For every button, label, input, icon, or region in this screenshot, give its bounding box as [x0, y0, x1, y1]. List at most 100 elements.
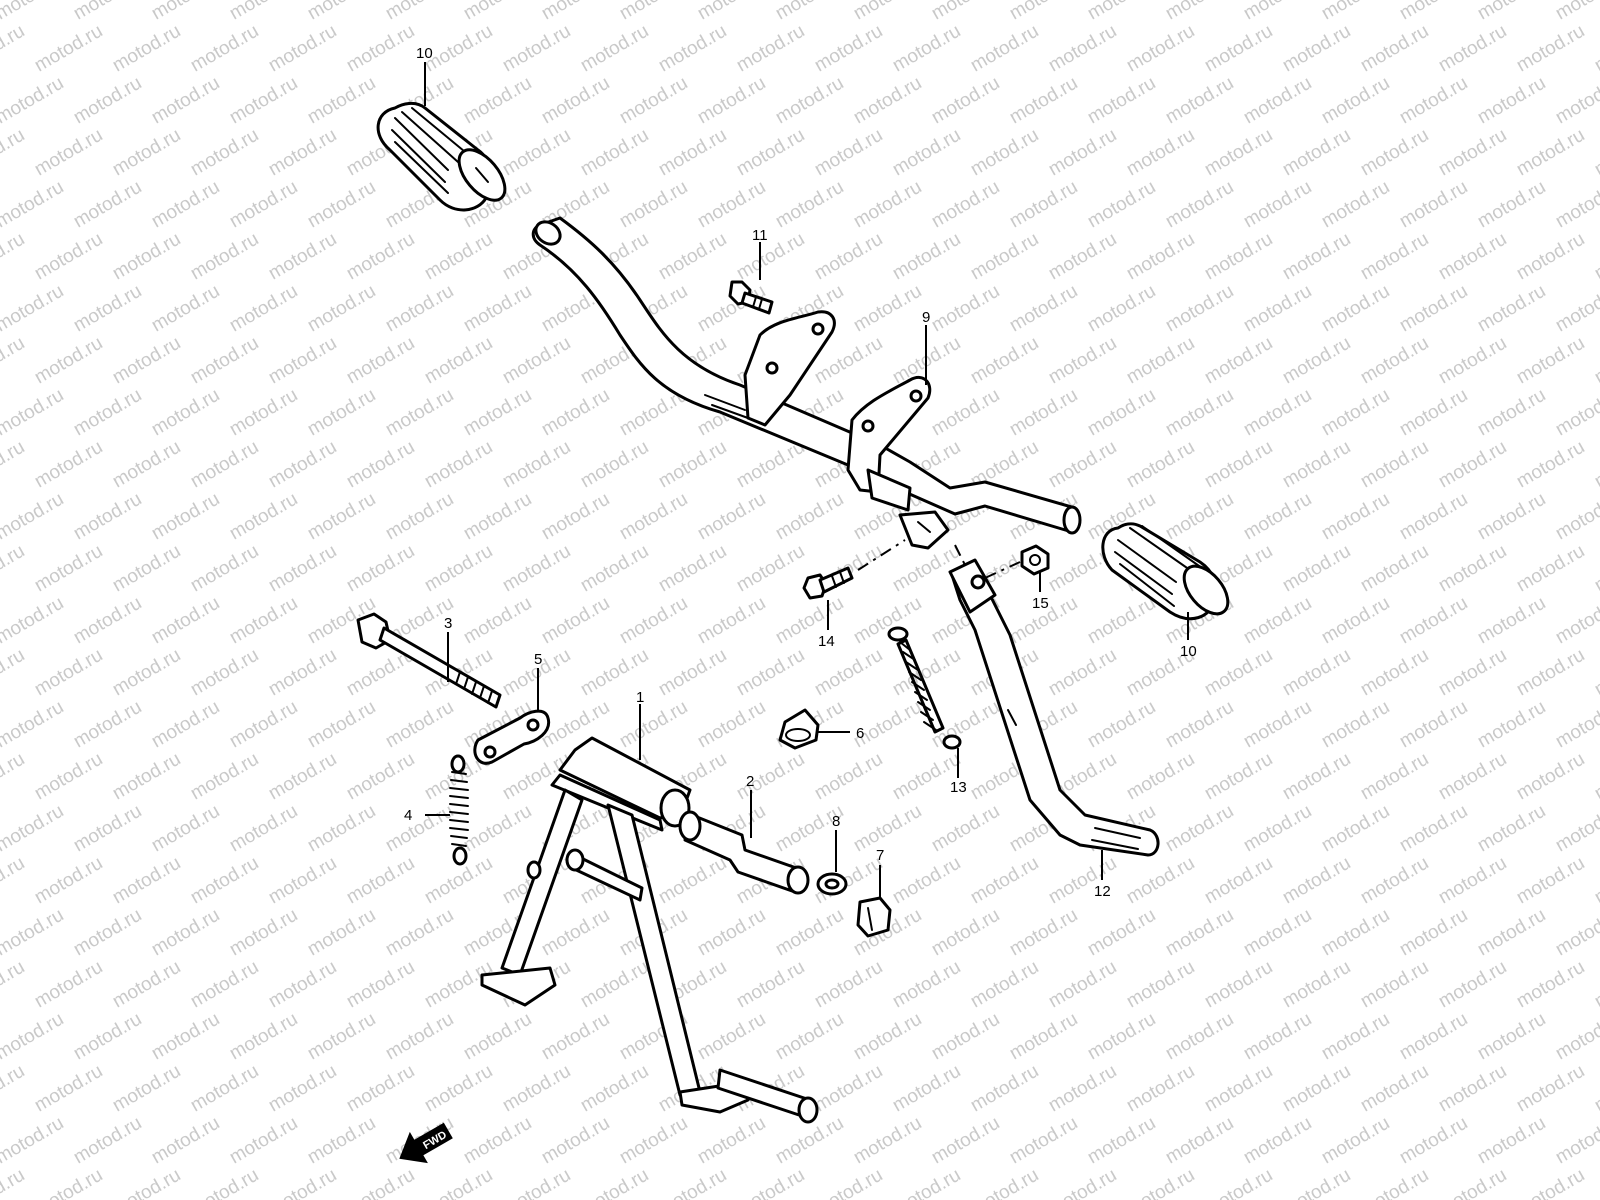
bolt-11 — [728, 280, 774, 315]
watermark-text: motod.ru — [1396, 905, 1471, 961]
leader-lines — [424, 62, 1189, 898]
watermark-text: motod.ru — [0, 21, 28, 77]
watermark-text: motod.ru — [1591, 957, 1600, 1013]
watermark-text: motod.ru — [1591, 125, 1600, 181]
watermark-text: motod.ru — [1591, 853, 1600, 909]
watermark-text: motod.ru — [1513, 853, 1588, 909]
watermark-text: motod.ru — [265, 749, 340, 805]
watermark-text: motod.ru — [772, 489, 847, 545]
watermark-text: motod.ru — [811, 21, 886, 77]
watermark-text: motod.ru — [1240, 385, 1315, 441]
watermark-text: motod.ru — [1591, 437, 1600, 493]
watermark-text: motod.ru — [304, 385, 379, 441]
watermark-text: motod.ru — [31, 853, 106, 909]
watermark-text: motod.ru — [187, 229, 262, 285]
watermark-text: motod.ru — [889, 957, 964, 1013]
watermark-text: motod.ru — [1591, 541, 1600, 597]
watermark-text: motod.ru — [1435, 1061, 1510, 1117]
watermark-text: motod.ru — [655, 21, 730, 77]
watermark-text: motod.ru — [226, 489, 301, 545]
callout-8: 8 — [832, 813, 840, 830]
watermark-text: motod.ru — [733, 125, 808, 181]
watermark-text: motod.ru — [0, 1061, 28, 1117]
callout-6: 6 — [856, 725, 864, 742]
watermark-text: motod.ru — [694, 593, 769, 649]
watermark-text: motod.ru — [1435, 645, 1510, 701]
watermark-text: motod.ru — [460, 1113, 535, 1169]
watermark-text: motod.ru — [304, 177, 379, 233]
watermark-text: motod.ru — [1045, 1165, 1120, 1200]
watermark-text: motod.ru — [1513, 957, 1588, 1013]
watermark-text: motod.ru — [1513, 541, 1588, 597]
watermark-text: motod.ru — [1318, 593, 1393, 649]
watermark-text: motod.ru — [226, 385, 301, 441]
watermark-text: motod.ru — [499, 1165, 574, 1200]
watermark-text: motod.ru — [1435, 957, 1510, 1013]
watermark-text: motod.ru — [187, 1061, 262, 1117]
watermark-text: motod.ru — [1591, 229, 1600, 285]
watermark-text: motod.ru — [0, 73, 67, 129]
footrest-rubber-lower — [1101, 522, 1230, 621]
watermark-text: motod.ru — [1201, 645, 1276, 701]
watermark-text: motod.ru — [343, 229, 418, 285]
watermark-text: motod.ru — [1591, 21, 1600, 77]
watermark-text: motod.ru — [577, 437, 652, 493]
watermark-text: motod.ru — [148, 73, 223, 129]
watermark-text: motod.ru — [1240, 1009, 1315, 1065]
watermark-text: motod.ru — [1006, 281, 1081, 337]
watermark-text: motod.ru — [0, 645, 28, 701]
watermark-text: motod.ru — [1396, 1113, 1471, 1169]
watermark-text: motod.ru — [0, 905, 67, 961]
watermark-text: motod.ru — [226, 801, 301, 857]
watermark-text: motod.ru — [382, 905, 457, 961]
watermark-text: motod.ru — [1552, 1113, 1600, 1169]
watermark-text: motod.ru — [70, 1113, 145, 1169]
watermark-text: motod.ru — [694, 489, 769, 545]
watermark-text: motod.ru — [1045, 125, 1120, 181]
watermark-text: motod.ru — [0, 697, 67, 753]
watermark-text: motod.ru — [1552, 1009, 1600, 1065]
callout-11: 11 — [752, 227, 768, 244]
nut-15 — [984, 544, 1050, 579]
watermark-text: motod.ru — [616, 1113, 691, 1169]
watermark-text: motod.ru — [811, 957, 886, 1013]
watermark-text: motod.ru — [1552, 489, 1600, 545]
watermark-text: motod.ru — [187, 853, 262, 909]
watermark-text: motod.ru — [889, 853, 964, 909]
watermark-text: motod.ru — [733, 645, 808, 701]
watermark-text: motod.ru — [772, 177, 847, 233]
callout-12: 12 — [1094, 883, 1111, 900]
watermark-text: motod.ru — [1279, 645, 1354, 701]
watermark-text: motod.ru — [31, 125, 106, 181]
watermark-text: motod.ru — [1435, 437, 1510, 493]
watermark-text: motod.ru — [1123, 1165, 1198, 1200]
watermark-text: motod.ru — [1201, 1165, 1276, 1200]
watermark-text: motod.ru — [1240, 593, 1315, 649]
watermark-text: motod.ru — [1045, 957, 1120, 1013]
watermark-text: motod.ru — [1591, 333, 1600, 389]
watermark-text: motod.ru — [1123, 437, 1198, 493]
watermark-text: motod.ru — [1513, 229, 1588, 285]
watermark-text: motod.ru — [967, 333, 1042, 389]
watermark-text: motod.ru — [499, 1061, 574, 1117]
watermark-text: motod.ru — [109, 541, 184, 597]
washer-8 — [816, 872, 848, 896]
watermark-text: motod.ru — [1123, 853, 1198, 909]
watermark-text: motod.ru — [694, 1009, 769, 1065]
watermark-text: motod.ru — [889, 21, 964, 77]
watermark-text: motod.ru — [109, 853, 184, 909]
watermark-text: motod.ru — [1279, 437, 1354, 493]
watermark-text: motod.ru — [928, 1009, 1003, 1065]
watermark-text: motod.ru — [0, 749, 28, 805]
watermark-text: motod.ru — [343, 1165, 418, 1200]
watermark-text: motod.ru — [1240, 697, 1315, 753]
watermark-text: motod.ru — [187, 333, 262, 389]
watermark-text: motod.ru — [1006, 1113, 1081, 1169]
watermark-text: motod.ru — [577, 125, 652, 181]
watermark-text: motod.ru — [1396, 801, 1471, 857]
watermark-text: motod.ru — [1318, 1009, 1393, 1065]
watermark-text: motod.ru — [148, 1113, 223, 1169]
watermark-text: motod.ru — [655, 125, 730, 181]
watermark-text: motod.ru — [1201, 333, 1276, 389]
watermark-text: motod.ru — [850, 1113, 925, 1169]
